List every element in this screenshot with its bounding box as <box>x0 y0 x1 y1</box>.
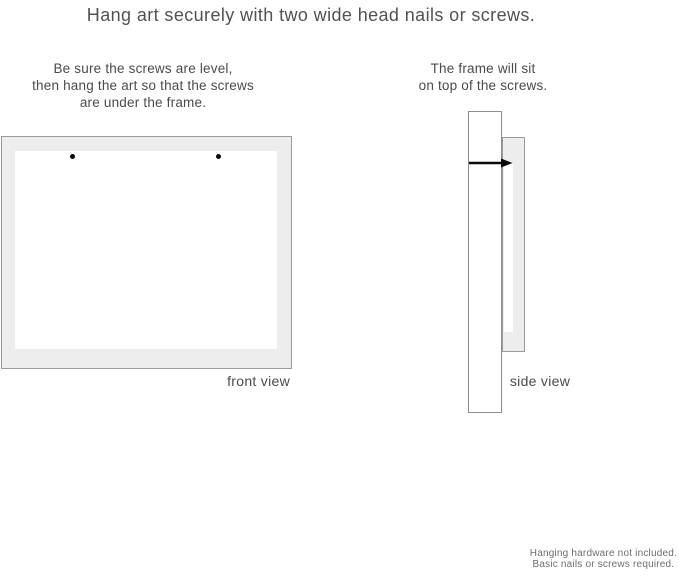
front-view-label: front view <box>227 373 290 389</box>
side-view-label: side view <box>509 373 571 389</box>
instruction-line: Be sure the screws are level, <box>53 61 233 76</box>
nail-head-right-icon <box>216 154 221 159</box>
disclaimer-line: Basic nails or screws required. <box>532 558 675 570</box>
instruction-line: are under the frame. <box>79 95 207 110</box>
disclaimer-line: Hanging hardware not included. <box>529 548 677 559</box>
side-view-wall <box>468 111 502 413</box>
instruction-line: then hang the art so that the screws <box>32 78 254 93</box>
side-view-instructions: The frame will sit on top of the screws. <box>383 60 583 94</box>
instruction-line: The frame will sit <box>430 61 536 76</box>
side-view-nail-icon <box>469 158 513 168</box>
page-title: Hang art securely with two wide head nai… <box>86 5 536 25</box>
instruction-line: on top of the screws. <box>418 78 548 93</box>
hardware-disclaimer: Hanging hardware not included. Basic nai… <box>529 548 677 570</box>
side-view-frame-inner <box>504 164 513 332</box>
nail-head-left-icon <box>70 154 75 159</box>
front-view-instructions: Be sure the screws are level, then hang … <box>23 60 263 111</box>
front-view-art-area <box>15 151 277 349</box>
